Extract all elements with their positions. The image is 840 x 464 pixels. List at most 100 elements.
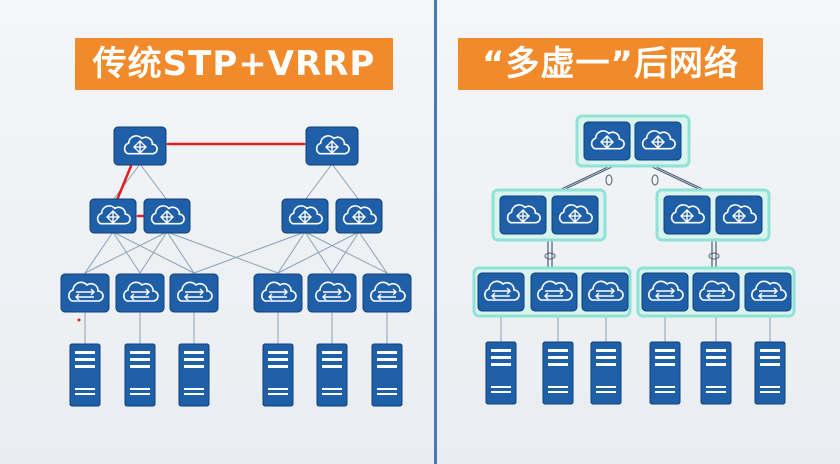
server (649, 341, 681, 405)
core-router (113, 126, 167, 166)
switch-icon (184, 288, 204, 301)
server (754, 341, 786, 405)
server-icon (706, 349, 726, 393)
server-icon (377, 351, 397, 395)
link-core-agg (653, 165, 710, 193)
router-icon (106, 210, 120, 224)
router-icon (600, 135, 614, 149)
link-agg-access (166, 231, 195, 274)
server-icon (268, 351, 288, 395)
agg-router (281, 198, 329, 234)
switch-icon (130, 288, 150, 301)
link-agg-access (84, 231, 168, 274)
agg-router (335, 198, 383, 234)
access-switch (744, 272, 792, 312)
core-router (305, 126, 359, 166)
link-bundle-icon (605, 174, 613, 186)
switch-icon (491, 287, 511, 300)
server-icon (75, 351, 95, 395)
access-switch (641, 272, 689, 312)
router-icon (680, 209, 694, 223)
switch-icon (544, 287, 564, 300)
access-switch (530, 272, 578, 312)
access-switch (169, 273, 219, 313)
router-icon (516, 209, 530, 223)
server (262, 343, 294, 407)
link-agg-access (84, 231, 114, 274)
link-core-agg (649, 165, 706, 193)
server (178, 343, 210, 407)
link-core-agg (331, 163, 360, 201)
access-switch (307, 273, 357, 313)
link-agg-access (277, 231, 306, 274)
router-icon (352, 210, 366, 224)
server-icon (184, 351, 204, 395)
switch-icon (706, 287, 726, 300)
server (485, 341, 517, 405)
link-core-agg (304, 163, 333, 201)
server (316, 343, 348, 407)
link-agg-access (331, 231, 360, 274)
link-core-agg (554, 165, 611, 193)
agg-router (499, 195, 547, 235)
server-icon (655, 349, 675, 393)
router-icon (732, 209, 746, 223)
link-agg-access (193, 231, 306, 274)
router-icon (568, 209, 582, 223)
server-icon (491, 349, 511, 393)
switch-icon (655, 287, 675, 300)
router-icon (160, 210, 174, 224)
panel-divider (434, 0, 437, 464)
router-icon (298, 210, 312, 224)
link-agg-access (277, 231, 360, 274)
agg-router (551, 195, 599, 235)
switch-icon (758, 287, 778, 300)
agg-router (89, 198, 137, 234)
agg-router (715, 195, 763, 235)
server (124, 343, 156, 407)
server (371, 343, 403, 407)
link-bundle-icon (651, 174, 659, 186)
link-core-agg (558, 165, 615, 193)
agg-router (143, 198, 191, 234)
core-router (583, 121, 631, 161)
server (700, 341, 732, 405)
link-agg-access (166, 231, 279, 274)
red-dot (77, 318, 81, 322)
access-switch (692, 272, 740, 312)
access-switch (362, 273, 412, 313)
red-core-agg-link (115, 164, 133, 202)
access-switch (115, 273, 165, 313)
right-panel-title: “多虚一”后网络 (458, 38, 763, 90)
server (542, 341, 574, 405)
link-agg-access (358, 231, 388, 274)
access-switch (581, 272, 629, 312)
router-icon (133, 140, 147, 154)
access-switch (477, 272, 525, 312)
access-switch (253, 273, 303, 313)
link-core-agg (139, 163, 168, 201)
link-core-agg (112, 163, 141, 201)
server-icon (596, 349, 616, 393)
agg-router (663, 195, 711, 235)
server (69, 343, 101, 407)
router-icon (651, 135, 665, 149)
switch-icon (268, 288, 288, 301)
switch-icon (377, 288, 397, 301)
router-icon (325, 140, 339, 154)
link-bundle-icon (544, 252, 556, 260)
switch-icon (322, 288, 342, 301)
server-icon (760, 349, 780, 393)
switch-icon (75, 288, 95, 301)
server-icon (548, 349, 568, 393)
core-router (634, 121, 682, 161)
access-switch (60, 273, 110, 313)
switch-icon (595, 287, 615, 300)
server (590, 341, 622, 405)
link-bundle-icon (708, 252, 720, 260)
link-agg-access (139, 231, 168, 274)
server-icon (130, 351, 150, 395)
left-panel-title: 传统STP+VRRP (75, 38, 393, 90)
server-icon (322, 351, 342, 395)
